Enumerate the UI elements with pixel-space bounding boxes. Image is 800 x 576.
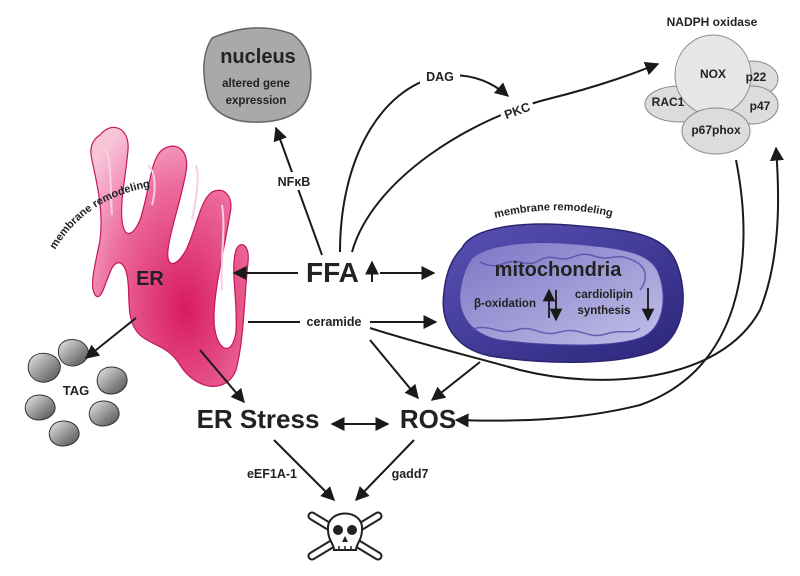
arrow-ffa-dag-pkc: [339, 74, 510, 253]
tag-droplets: TAG: [24, 339, 128, 447]
mito-caption: membrane remodeling: [493, 201, 614, 221]
eef1a1-label: eEF1A-1: [247, 467, 297, 481]
arrow-ffa-nucleus: [273, 126, 323, 256]
ros-label: ROS: [400, 404, 456, 434]
arrow-mito-ros: [430, 361, 481, 401]
nadph-title: NADPH oxidase: [667, 15, 758, 29]
mitochondria: mitochondria membrane remodeling β-oxida…: [442, 201, 684, 364]
p67phox-subunit: [681, 107, 751, 155]
dag-label: DAG: [426, 70, 454, 84]
skull-crossbones-icon: [307, 511, 383, 561]
p22-label: p22: [746, 70, 767, 84]
nadph-oxidase: NADPH oxidase NOX p22 RAC1 p47 p67phox: [644, 15, 779, 155]
gadd7-label: gadd7: [392, 467, 429, 481]
nucleus: nucleus altered gene expression: [203, 27, 312, 123]
ffa-label: FFA: [306, 257, 359, 288]
nucleus-line2: expression: [226, 95, 287, 107]
beta-oxidation-label: β-oxidation: [474, 298, 536, 310]
arrow-erstress-death: [273, 439, 335, 501]
edge-labels: NFκB DAG PKC ceramide eEF1A-1 gadd7: [247, 68, 536, 481]
nfkb-label: NFκB: [278, 175, 311, 189]
cardiolipin-line2: synthesis: [577, 305, 630, 317]
ceramide-label: ceramide: [307, 315, 362, 329]
nox-label: NOX: [700, 67, 726, 81]
tag-label: TAG: [63, 383, 89, 398]
cardiolipin-line1: cardiolipin: [575, 289, 633, 301]
pkc-label: PKC: [503, 100, 533, 122]
arrow-er-tag: [84, 317, 137, 359]
p47-label: p47: [750, 99, 771, 113]
rac1-label: RAC1: [652, 95, 685, 109]
er-label: ER: [136, 268, 164, 290]
arrow-ceramide-nox: [369, 146, 784, 381]
p67phox-label: p67phox: [691, 123, 741, 137]
er-stress-label: ER Stress: [197, 404, 320, 434]
mito-label: mitochondria: [495, 259, 623, 281]
ffa-node: FFA: [306, 257, 379, 288]
arrow-er-erstress: [199, 349, 245, 404]
arrow-ros-death: [355, 439, 415, 502]
nucleus-title: nucleus: [220, 46, 296, 68]
arrow-nox-ros: [454, 159, 745, 428]
nucleus-line1: altered gene: [222, 78, 290, 90]
arrow-ffa-ros: [369, 339, 419, 400]
